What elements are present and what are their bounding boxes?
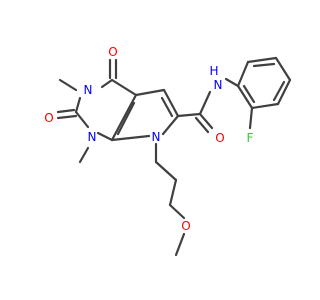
- bond-ph-4-5: [276, 78, 292, 106]
- bond-ph-inner-a: [252, 62, 276, 68]
- bond-ph-inner-b: [272, 80, 286, 102]
- bond-ph-2-3: [246, 56, 278, 64]
- atom-o-ether: O: [181, 219, 190, 233]
- structure-canvas: O N O N N N H O O F: [44, 45, 292, 257]
- atom-o-c2: O: [44, 111, 53, 125]
- bond-ch2-c-o: [168, 203, 186, 220]
- bond-c6-n7: [161, 114, 180, 136]
- bond-c6-carbonyl: [176, 112, 202, 118]
- bond-amide-cn: [198, 90, 212, 116]
- atom-h-amide: H: [209, 64, 218, 78]
- bond-c2-n1: [74, 110, 90, 129]
- bond-ch2-a-ch2-b: [154, 160, 178, 182]
- bond-ph-1-2: [236, 60, 250, 88]
- bond-ph-3-4: [274, 56, 292, 82]
- bond-n3-c2: [74, 96, 82, 114]
- bond-o-methyl: [174, 232, 186, 257]
- bond-ph-5-6: [250, 102, 280, 110]
- bonds-group: [56, 56, 292, 257]
- bond-ch2-b-ch2-c: [168, 178, 178, 207]
- bond-c2-o: [56, 108, 76, 114]
- bond-ph-f: [248, 106, 254, 130]
- bond-n3-methyl: [58, 78, 78, 92]
- atom-n3: N: [84, 83, 93, 97]
- bond-c5-c6-inner: [160, 96, 174, 118]
- atom-n1: N: [88, 130, 97, 144]
- bond-amide-co-double: [194, 116, 210, 134]
- bond-n-phenyl: [224, 77, 240, 88]
- atom-f: F: [247, 131, 254, 145]
- bond-ph-inner-c: [242, 84, 256, 104]
- bond-c7a-c4a-inner: [116, 101, 136, 136]
- bond-c2-o-double: [56, 114, 78, 120]
- bond-amide-co: [198, 112, 214, 130]
- bond-n1-methyl: [78, 146, 90, 164]
- atom-o-c4: O: [108, 45, 117, 59]
- bond-c5-c6: [162, 88, 180, 118]
- molecule-structure: O N O N N N H O O F: [44, 45, 292, 257]
- atom-o-amide: O: [215, 131, 224, 145]
- bond-c4-c4a: [110, 78, 138, 97]
- atom-labels-group: O N O N N N H O O F: [44, 45, 253, 233]
- bond-c4a-c5: [134, 88, 166, 97]
- bond-ph-6-1: [236, 84, 254, 110]
- bond-n1-c7a: [96, 131, 114, 142]
- atom-n7: N: [152, 130, 161, 144]
- bond-c4-n3: [100, 78, 114, 89]
- atom-nh-amide: N: [214, 78, 223, 92]
- bond-n7-c7a: [110, 134, 151, 142]
- bond-c7a-c4a: [110, 93, 138, 142]
